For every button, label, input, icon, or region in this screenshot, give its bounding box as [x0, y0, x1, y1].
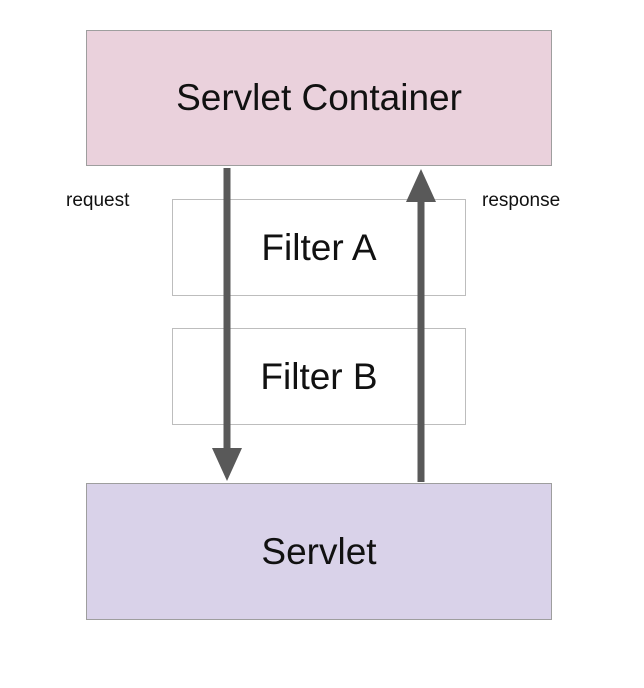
servlet-container-label: Servlet Container — [176, 77, 462, 118]
servlet-container-box: Servlet Container — [86, 30, 552, 166]
servlet-box: Servlet — [86, 483, 552, 620]
filter-a-box: Filter A — [172, 199, 466, 296]
request-label: request — [66, 190, 130, 211]
filter-b-label: Filter B — [260, 355, 378, 397]
response-arrow-head — [406, 169, 436, 202]
response-label: response — [482, 190, 561, 211]
request-arrow-head — [212, 448, 242, 481]
filter-b-box: Filter B — [172, 328, 466, 425]
servlet-label: Servlet — [261, 530, 377, 572]
filter-a-label: Filter A — [261, 226, 377, 268]
